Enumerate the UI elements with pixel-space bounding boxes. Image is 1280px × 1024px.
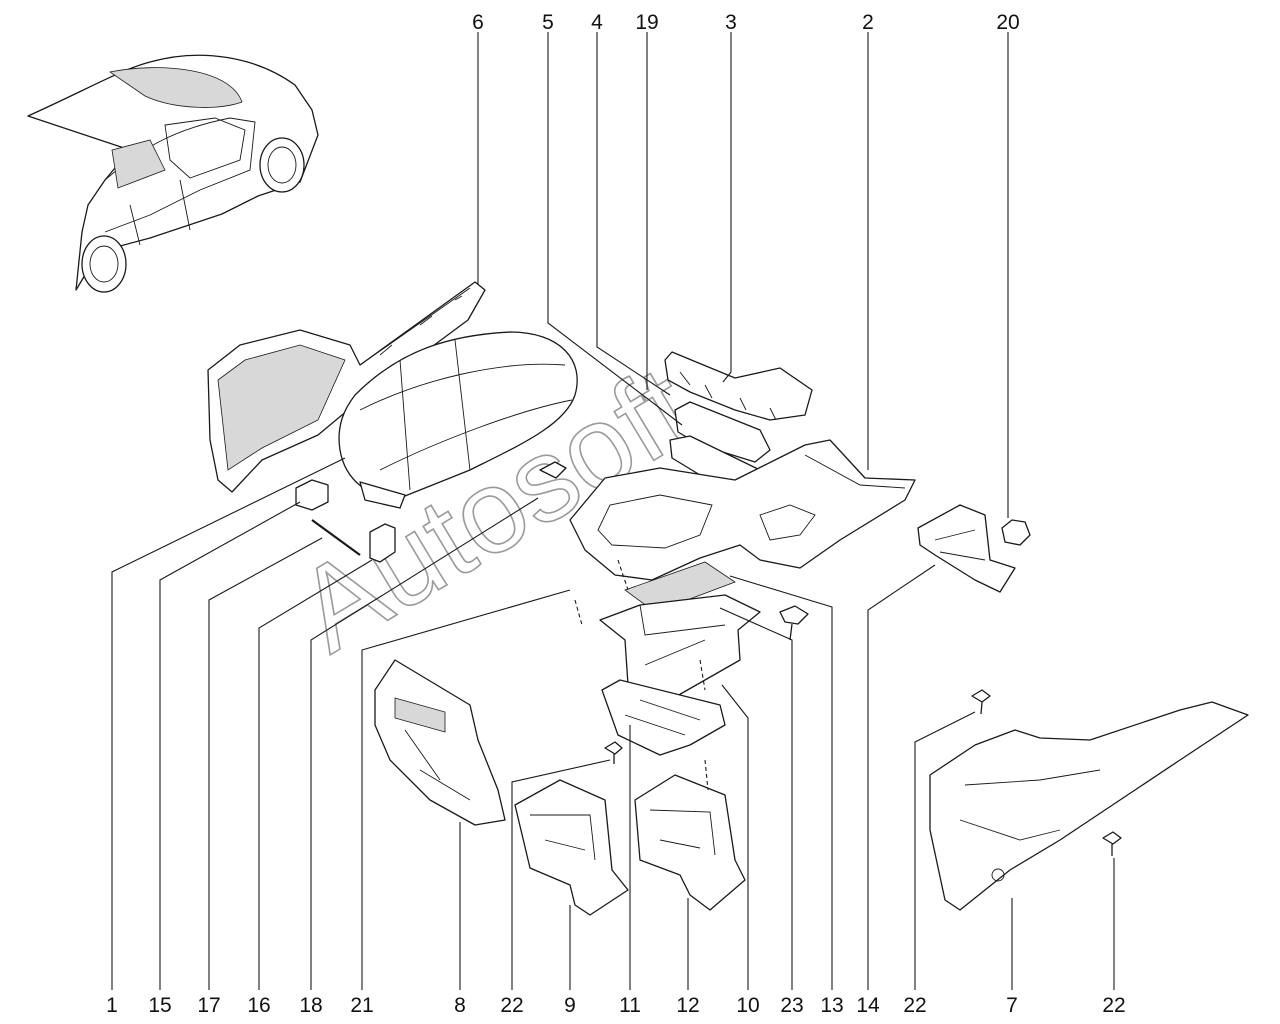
- callout-label: 4: [591, 11, 603, 34]
- side-bracket: [917, 504, 1016, 593]
- callout-label: 10: [736, 994, 759, 1017]
- armrest-cushion: [338, 331, 578, 509]
- callout-label: 5: [542, 11, 554, 34]
- push-nut: [1001, 519, 1031, 546]
- callout-label: 21: [350, 994, 373, 1017]
- cup-holder-box: [599, 594, 761, 701]
- leader-lines: [111, 32, 1115, 990]
- callout-label: 3: [725, 11, 737, 34]
- screw-22-c: [1102, 831, 1122, 856]
- callout-label: 23: [780, 994, 803, 1017]
- car-overview-illustration: [27, 54, 319, 293]
- box-support-plate: [601, 679, 726, 756]
- small-clip-top: [539, 461, 567, 479]
- storage-tray-left: [207, 281, 486, 493]
- callouts-top: 6 5 4 19 3 2 20: [472, 11, 1020, 34]
- callout-label: 12: [676, 994, 699, 1017]
- callout-label: 17: [197, 994, 220, 1017]
- callout-label: 18: [299, 994, 322, 1017]
- callout-label: 19: [635, 11, 658, 34]
- rear-cover-panel: [374, 659, 506, 826]
- callout-label: 2: [862, 11, 874, 34]
- callout-label: 9: [564, 994, 576, 1017]
- callout-label: 22: [1102, 994, 1125, 1017]
- callout-label: 1: [106, 994, 118, 1017]
- side-trim-panel-right: [929, 701, 1249, 911]
- screw-22-a: [604, 741, 623, 764]
- callout-label: 22: [903, 994, 926, 1017]
- callout-label: 14: [856, 994, 880, 1017]
- callout-label: 8: [454, 994, 466, 1017]
- screw-23: [779, 605, 809, 641]
- callout-label: 13: [820, 994, 843, 1017]
- callout-label: 7: [1006, 994, 1018, 1017]
- console-trim-upper: [664, 351, 813, 421]
- callout-label: 11: [619, 994, 641, 1017]
- callout-label: 16: [247, 994, 270, 1017]
- rear-bracket-right: [634, 774, 746, 911]
- center-console-panel: [569, 439, 916, 581]
- latch-bracket: [369, 523, 396, 563]
- callout-label: 15: [148, 994, 171, 1017]
- screw-22-b: [971, 689, 991, 715]
- callout-label: 20: [996, 11, 1019, 34]
- callouts-bottom: 1 15 17 16 18 21 8 22 9 11 12 10 23 13 1…: [106, 994, 1126, 1017]
- callout-label: 22: [500, 994, 523, 1017]
- hinge-pin: [311, 519, 361, 556]
- rear-bracket-left: [514, 779, 629, 916]
- hinge-clip: [295, 479, 329, 511]
- callout-label: 6: [472, 11, 484, 34]
